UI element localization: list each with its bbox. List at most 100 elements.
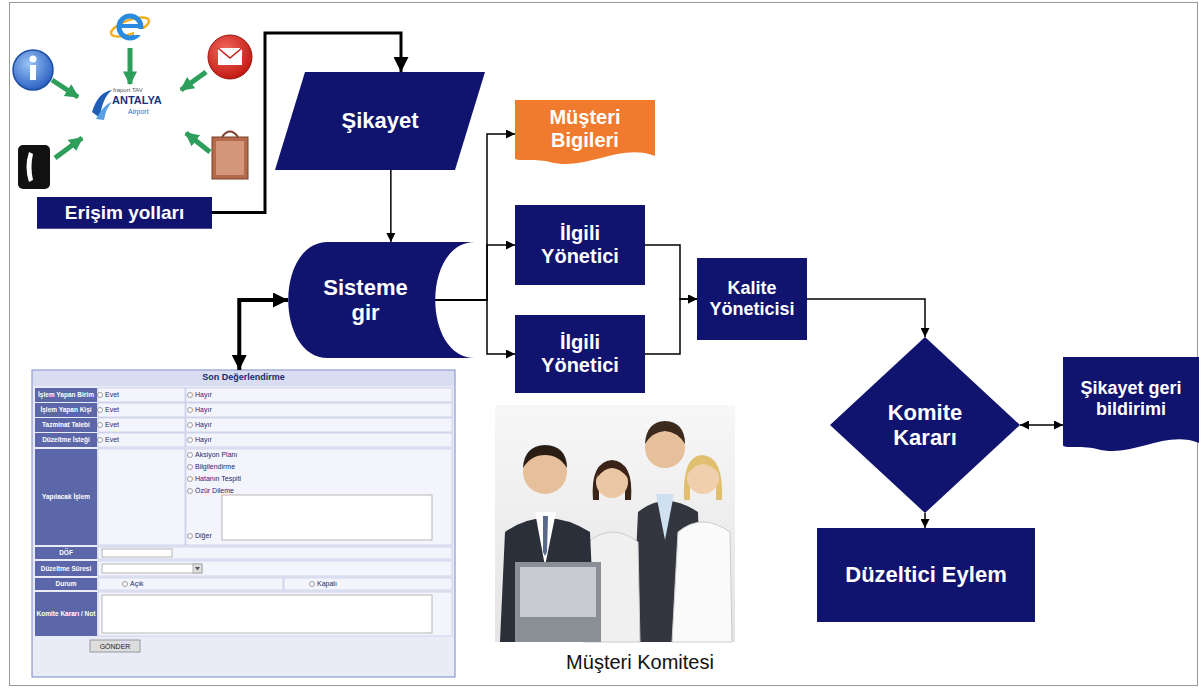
logo-text: Airport [128,108,149,115]
connector-arrow [924,513,926,528]
node-text: Düzeltici Eylem [826,562,1026,587]
channel-arrow [186,133,210,152]
page-frame [10,3,1198,686]
form-option: Bilgilendirme [195,463,235,470]
form-input [102,595,432,633]
complaint-input: Şikayet [275,72,485,170]
mail-icon [218,48,242,65]
airport-logo [96,102,112,120]
committee-photo [593,460,632,500]
form-field-label: İşlem Yapan Kişi [36,403,96,417]
mail-icon [208,35,252,79]
letter-icon [212,137,248,179]
form-panel [32,370,455,677]
form-input [90,640,140,652]
radio-button [188,408,193,413]
form-panel [98,578,283,590]
form-option: Hayır [195,421,212,428]
form-panel [98,418,185,432]
access-label: Erişim yolları [37,197,212,229]
channel-arrow [52,48,210,158]
info-icon [13,50,53,90]
committee-photo [495,405,735,642]
node-text: Son Değerlendirme [94,373,394,383]
committee-photo [515,562,601,642]
committee-photo [495,405,735,642]
connector-group [212,33,1063,528]
form-option: Diğer [195,532,212,539]
mail-icon [208,35,252,79]
form-panel [98,388,185,402]
node-text: Kalite Yöneticisi [702,278,802,319]
channel-arrow [128,48,133,84]
form-option: Hayır [195,406,212,413]
form-panel [98,547,452,559]
channel-arrow [52,80,78,97]
form-panel [98,403,185,417]
radio-button [98,423,103,428]
form-input [193,564,202,573]
radio-button [188,393,193,398]
form-option: Evet [105,391,119,398]
shape-outline [515,315,645,393]
committee-photo [523,445,567,468]
info-icon [13,50,53,90]
manager-box: İlgili Yönetici [515,205,645,285]
form-option: Kapalı [317,580,337,587]
form-panel [98,592,452,636]
committee-photo [656,494,674,540]
info-icon [30,56,37,63]
phone-icon [18,145,50,189]
shape-outline [830,337,1020,513]
manager-box: İlgili Yönetici [515,315,645,393]
committee-photo [543,516,548,556]
form-panel [35,449,97,545]
connector-arrow [390,170,392,242]
evaluation-form: Son Değerlendirme [32,370,455,677]
connector-arrow [807,299,925,337]
form-option: Hayır [195,391,212,398]
form-panel [186,388,452,402]
form-field-label: Tazminat Talebi [36,418,96,432]
committee-photo [684,455,722,500]
form-field-label: Yapılacak İşlem [36,449,96,545]
form-panel [186,449,452,545]
committee-photo [520,567,596,617]
committee-photo [645,421,685,444]
form-panel [186,418,452,432]
connector-arrow [239,300,288,370]
form-panel [35,403,97,417]
node-text: Şikayet geri bildirimi [1070,378,1192,419]
form-input [90,495,432,652]
system-storage: Sisteme gir [288,242,475,358]
shape-outline [515,205,645,285]
letter-icon [212,132,248,180]
node-text: Şikayet [315,108,445,133]
form-option: Evet [105,421,119,428]
node-text: Erişim yolları [42,202,207,224]
form-field-label: Durum [36,578,96,590]
letter-icon [222,132,238,138]
node-text: İlgili Yönetici [524,331,636,377]
form-option: Hayır [195,436,212,443]
connector-arrow [645,245,697,299]
node-text: Müşteri Bigileri [525,106,645,152]
form-field-label: DÖF [36,547,96,559]
form-panel [35,547,97,559]
radio-button [188,465,193,470]
corrective-action-box: Düzeltici Eylem [817,528,1035,622]
radio-button [188,438,193,443]
node-text: İlgili Yönetici [524,222,636,268]
form-option: Hatanın Tespiti [195,475,241,482]
customer-info-doc: Müşteri Bigileri [515,100,655,168]
web-icon [109,14,151,41]
radio-button [310,582,315,587]
radio-button [123,582,128,587]
form-option: Özür Dileme [195,487,234,494]
radio-button [188,534,193,539]
shape-outline [288,242,475,358]
form-option: Aksiyon Planı [195,451,237,458]
committee-photo [672,522,732,642]
form-input [222,495,432,540]
